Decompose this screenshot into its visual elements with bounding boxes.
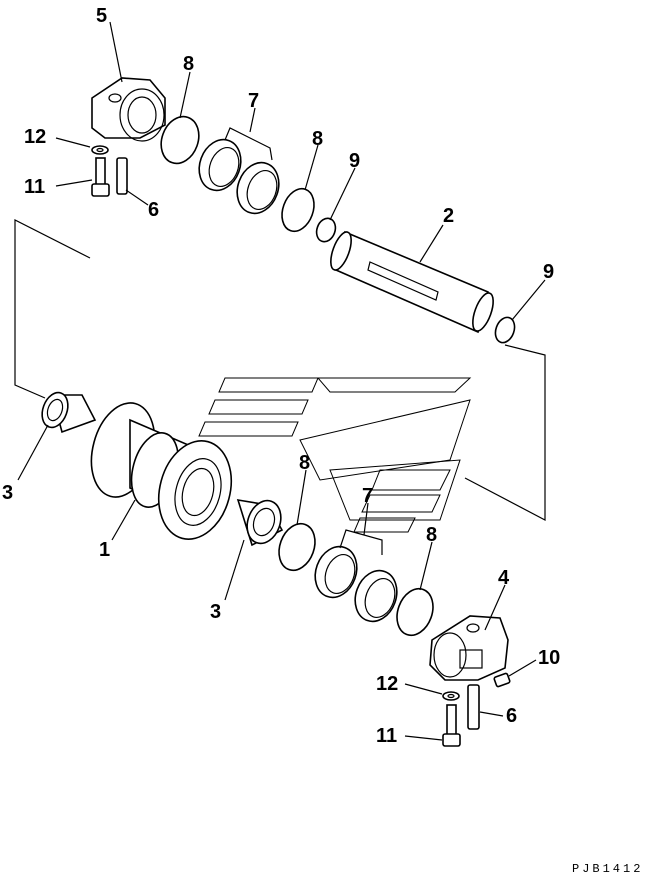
part-2-shaft <box>330 230 494 334</box>
part-6-pin-lower <box>467 684 480 730</box>
part-7-seal-upper <box>198 138 280 215</box>
figure-code: PJB1412 <box>572 862 643 876</box>
leader-lines <box>17 21 546 741</box>
part-9-ring-upper <box>315 217 337 243</box>
callout-8-b: 8 <box>312 128 323 150</box>
callout-5: 5 <box>96 5 107 27</box>
callout-7-a: 7 <box>248 90 259 112</box>
part-11-bolt-upper <box>91 157 110 197</box>
part-5-upper-bracket <box>91 77 166 142</box>
watermark-logo <box>198 377 472 533</box>
part-8-oring-lower-b <box>396 587 434 637</box>
callout-labels: 5 8 7 12 11 6 8 9 2 9 3 1 8 7 3 8 4 10 1… <box>2 5 560 747</box>
callout-8-c: 8 <box>299 452 310 474</box>
callout-3-a: 3 <box>2 482 13 504</box>
assembly-outline <box>14 219 546 521</box>
part-10-screw <box>493 672 511 688</box>
callout-9-b: 9 <box>543 261 554 283</box>
callout-4: 4 <box>498 567 510 589</box>
part-8-oring-upper-a <box>160 115 200 165</box>
callout-3-b: 3 <box>210 601 221 623</box>
part-8-oring-upper-b <box>281 187 315 233</box>
callout-1: 1 <box>99 539 110 561</box>
part-12-washer-upper <box>91 145 109 155</box>
part-7-seal-lower <box>314 545 398 623</box>
callout-11-b: 11 <box>376 725 397 747</box>
callout-8-d: 8 <box>426 524 437 546</box>
part-9-ring-right <box>494 316 516 344</box>
callout-7-b: 7 <box>362 485 373 507</box>
part-3-bushing-right <box>236 498 284 547</box>
callout-2: 2 <box>443 205 454 227</box>
part-12-washer-lower <box>442 691 460 701</box>
part-8-oring-lower-a <box>278 522 316 572</box>
callout-11-a: 11 <box>24 176 45 198</box>
part-4-lower-bracket <box>429 615 509 681</box>
callout-6-b: 6 <box>506 705 517 727</box>
callout-6-a: 6 <box>148 199 159 221</box>
callout-8-a: 8 <box>183 53 194 75</box>
callout-9-a: 9 <box>349 150 360 172</box>
part-1-roller <box>90 402 232 540</box>
part-6-pin-upper <box>116 157 128 195</box>
callout-10: 10 <box>538 647 560 669</box>
part-3-bushing-left <box>41 391 97 434</box>
part-11-bolt-lower <box>442 704 461 747</box>
callout-12-b: 12 <box>376 673 398 695</box>
callout-12-a: 12 <box>24 126 46 148</box>
